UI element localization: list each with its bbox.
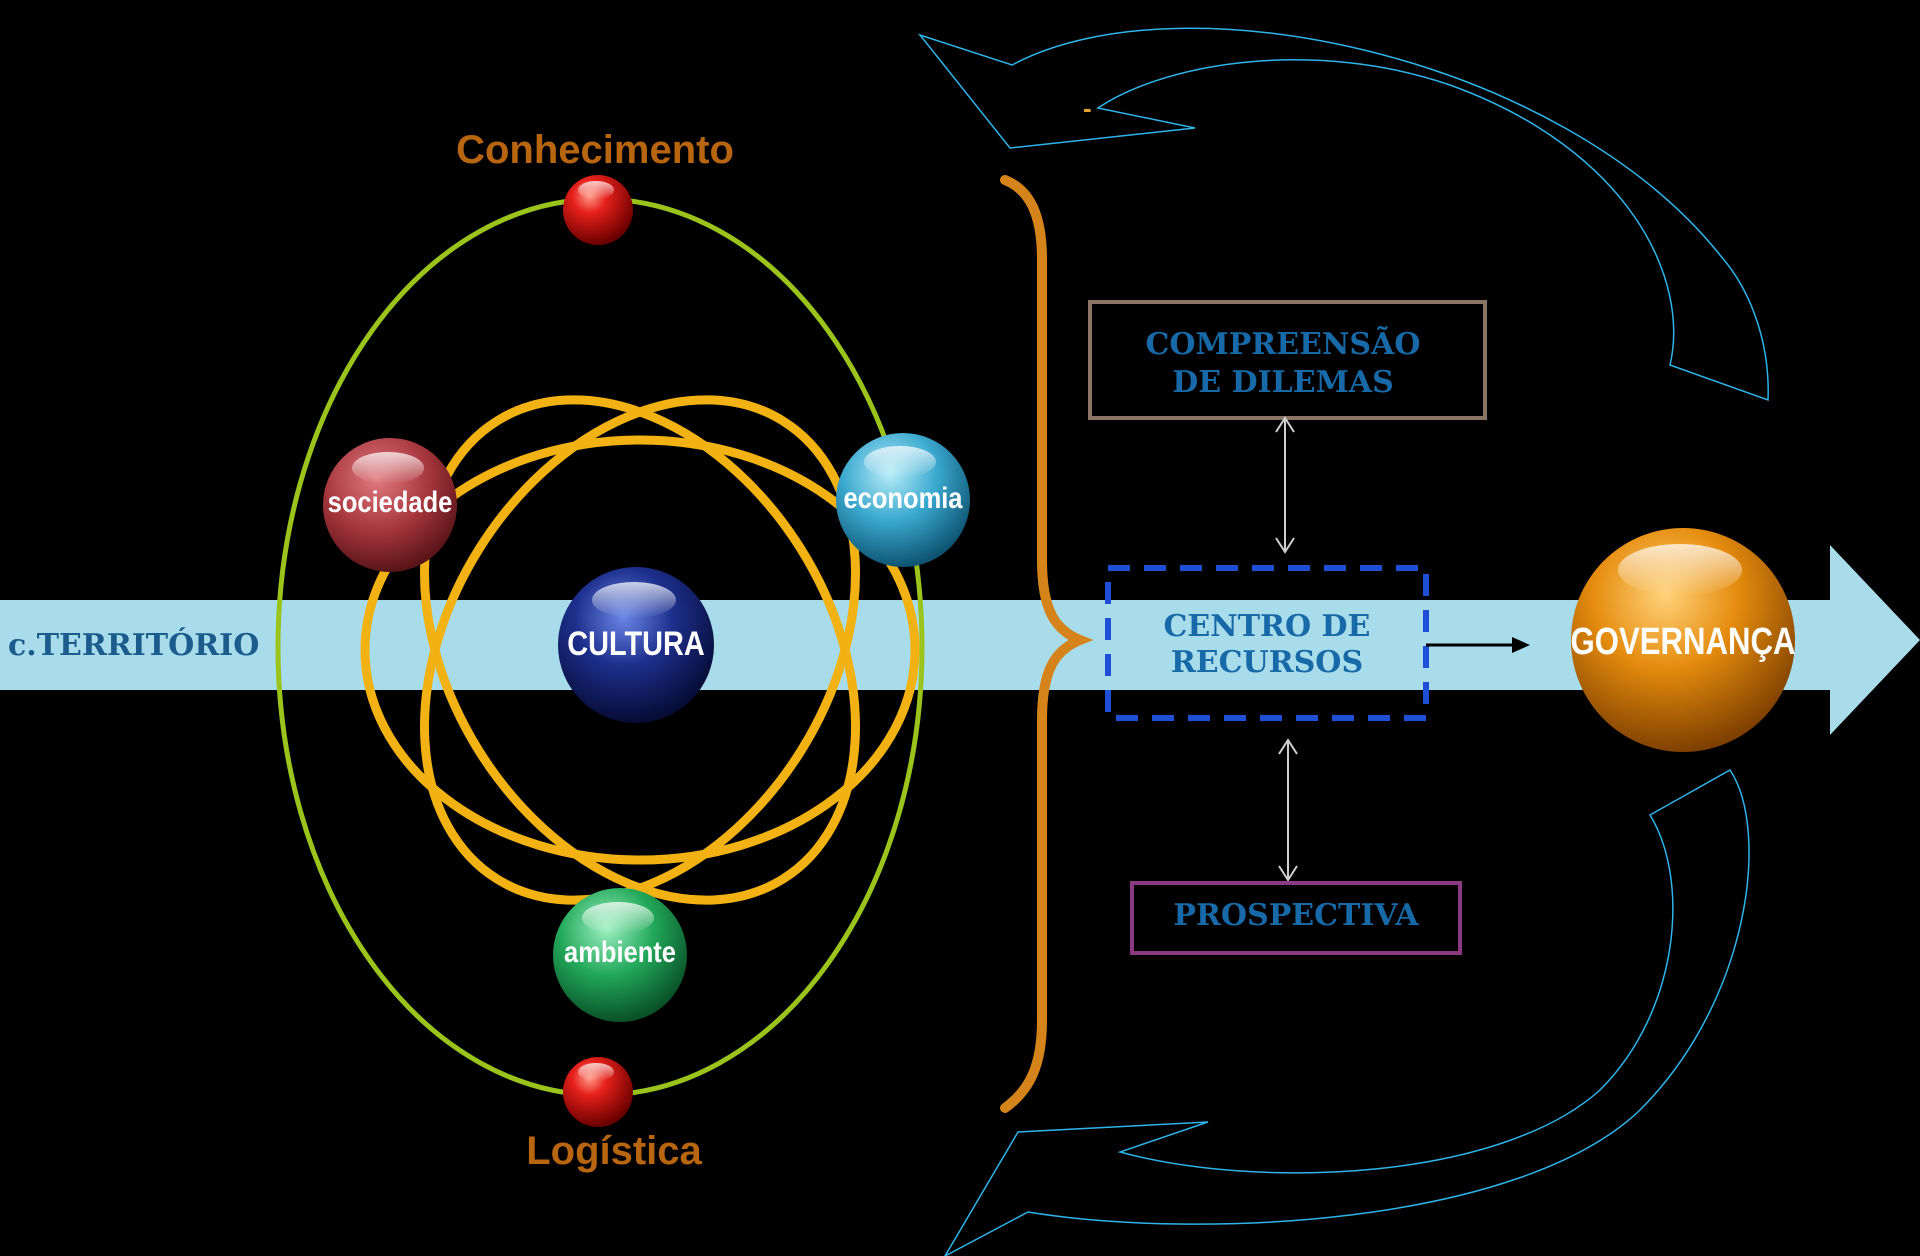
sociedade-label: sociedade [328,485,453,518]
grouping-brace [1000,175,1094,1113]
cultura-sphere-icon [558,567,714,723]
compreensao-label-line1: COMPREENSÃO [1146,326,1421,362]
cultura-label: CULTURA [567,624,704,663]
bottom-cycle-arrow [944,769,1750,1256]
centro-label-line2: RECURSOS [1171,645,1363,680]
territory-label: c.TERRITÓRIO [8,627,259,663]
conhecimento-label: Conhecimento [456,128,734,172]
centro-recursos-box [1105,565,1429,721]
red-sphere-icon [563,1057,633,1127]
top-cycle-arrow [917,27,1769,402]
prospectiva-box [1130,881,1462,955]
territory-band-arrow [0,545,1920,735]
link-arrow-top [1275,416,1295,554]
compreensao-box [1088,300,1487,420]
economia-label: economia [844,481,963,514]
link-arrow-right [1426,637,1530,653]
governanca-sphere-icon [1571,528,1795,752]
economia-sphere-icon [836,433,970,567]
stray-mark: - [1083,93,1092,123]
ambiente-sphere-icon [553,888,687,1022]
inner-orbits [360,395,920,905]
centro-label-line1: CENTRO DE [1164,609,1371,644]
compreensao-label-line2: DE DILEMAS [1172,365,1393,400]
prospectiva-label: PROSPECTIVA [1173,898,1419,933]
red-sphere-icon [563,175,633,245]
sociedade-sphere-icon [323,438,457,572]
ambiente-label: ambiente [564,935,676,968]
logistica-label: Logística [526,1129,702,1173]
governanca-label: GOVERNANÇA [1571,621,1796,663]
link-arrow-bottom [1278,738,1298,882]
